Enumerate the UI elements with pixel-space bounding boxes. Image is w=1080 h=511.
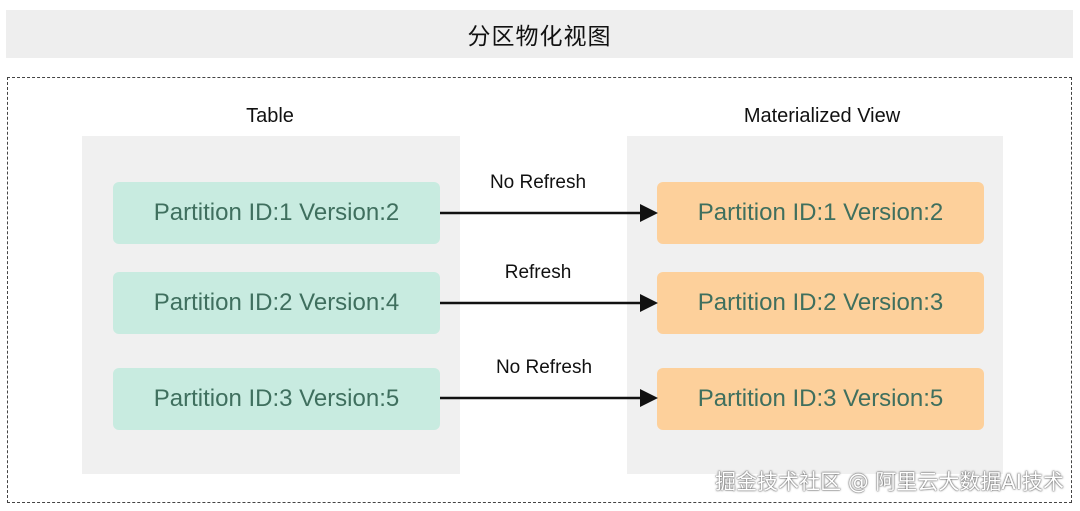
arrow-label-2: Refresh <box>504 262 572 283</box>
watermark: 掘金技术社区 @ 阿里云大数据AI技术 <box>715 470 1064 494</box>
diagram-frame <box>7 77 1072 503</box>
title-bar: 分区物化视图 <box>6 10 1073 58</box>
arrow-3-head-icon <box>640 389 658 407</box>
arrow-3 <box>440 389 658 407</box>
table-partition-3: Partition ID:3 Version:5 <box>113 368 440 430</box>
table-partition-2: Partition ID:2 Version:4 <box>113 272 440 334</box>
table-section-title: Table <box>246 105 294 127</box>
arrow-2-head-icon <box>640 294 658 312</box>
view-partition-2: Partition ID:2 Version:3 <box>657 272 984 334</box>
arrow-label-1: No Refresh <box>489 172 587 193</box>
arrow-label-3: No Refresh <box>495 357 593 378</box>
diagram-title: 分区物化视图 <box>467 24 612 50</box>
view-section-title: Materialized View <box>743 105 901 127</box>
table-partition-1: Partition ID:1 Version:2 <box>113 182 440 244</box>
view-partition-3: Partition ID:3 Version:5 <box>657 368 984 430</box>
arrow-1 <box>440 204 658 222</box>
view-partition-1: Partition ID:1 Version:2 <box>657 182 984 244</box>
arrow-2 <box>440 294 658 312</box>
arrow-1-head-icon <box>640 204 658 222</box>
